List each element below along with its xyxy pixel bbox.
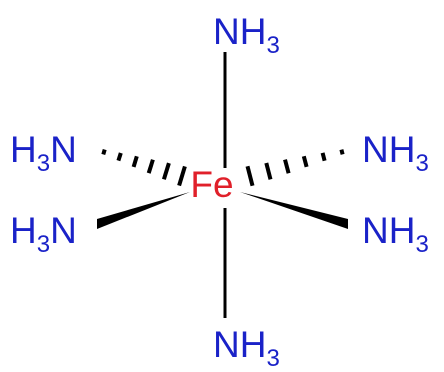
ligand-lower-right-label: NH3	[362, 210, 429, 258]
ligand-lower-left-subscript: 3	[37, 231, 50, 258]
ligand-bottom-subscript: 3	[266, 345, 279, 372]
hashed-wedge-upper-left	[101, 149, 187, 187]
ligand-lower-left-label: H3N	[10, 210, 77, 258]
solid-wedge-lower-right	[240, 192, 348, 229]
ligand-upper-left-pre: H	[10, 129, 37, 170]
ligand-lower-left-pre: H	[10, 210, 37, 251]
ligand-top-label: NH3	[213, 11, 280, 59]
ligand-lower-right-base: NH	[362, 210, 415, 251]
ligand-lower-left-post: N	[50, 210, 77, 251]
ligand-top-subscript: 3	[266, 32, 279, 59]
ligand-lower-right-subscript: 3	[415, 231, 428, 258]
ligand-upper-right-label: NH3	[362, 129, 429, 177]
upper-right-hash-4	[283, 159, 291, 174]
ligand-upper-left-label: H3N	[10, 129, 77, 177]
ligand-upper-left-subscript: 3	[37, 150, 50, 177]
upper-right-hash-3	[301, 155, 309, 168]
upper-left-hash-6	[177, 165, 187, 187]
solid-wedge-lower-left	[97, 192, 190, 229]
upper-right-hash-2	[320, 152, 327, 162]
ligand-upper-left-post: N	[50, 129, 77, 170]
hashed-wedge-upper-right	[245, 149, 345, 187]
upper-left-hash-3	[131, 155, 139, 168]
upper-left-hash-2	[116, 152, 123, 162]
ligand-bottom-base: NH	[213, 324, 266, 365]
iron-atom-label: Fe	[190, 164, 233, 205]
upper-left-hash-4	[146, 159, 155, 174]
upper-right-hash-6	[245, 165, 255, 187]
ligand-upper-right-base: NH	[362, 129, 415, 170]
upper-right-hash-5	[264, 162, 273, 180]
upper-right-hash-1	[339, 149, 345, 155]
ligand-bottom-label: NH3	[213, 324, 280, 372]
upper-left-hash-1	[101, 149, 107, 155]
ligand-upper-right-subscript: 3	[415, 150, 428, 177]
upper-left-hash-5	[161, 162, 171, 180]
ligand-top-base: NH	[213, 11, 266, 52]
